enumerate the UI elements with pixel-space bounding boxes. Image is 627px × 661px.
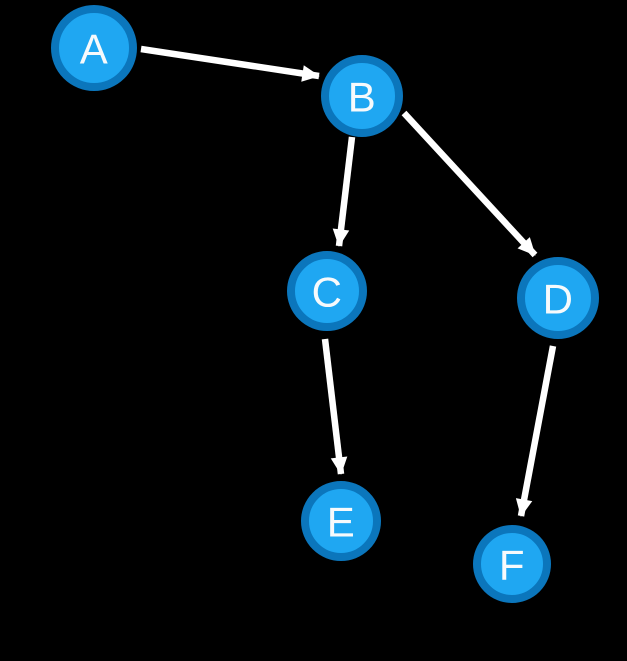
- node-C[interactable]: C: [287, 251, 367, 331]
- edge-D-F-arrow: [515, 345, 557, 517]
- node-B-circle[interactable]: [321, 55, 403, 137]
- node-D-circle[interactable]: [517, 257, 599, 339]
- edge-A-B-arrow: [140, 45, 320, 82]
- edge-B-D-arrow: [401, 110, 538, 258]
- edge-C-E-arrow: [321, 338, 348, 475]
- node-A-circle[interactable]: [51, 5, 137, 91]
- node-C-circle[interactable]: [287, 251, 367, 331]
- node-E-circle[interactable]: [301, 481, 381, 561]
- edge-B-C-arrow: [332, 136, 356, 247]
- node-B[interactable]: B: [321, 55, 403, 137]
- node-F[interactable]: F: [473, 525, 551, 603]
- node-E[interactable]: E: [301, 481, 381, 561]
- node-D[interactable]: D: [517, 257, 599, 339]
- node-A[interactable]: A: [51, 5, 137, 91]
- node-F-circle[interactable]: [473, 525, 551, 603]
